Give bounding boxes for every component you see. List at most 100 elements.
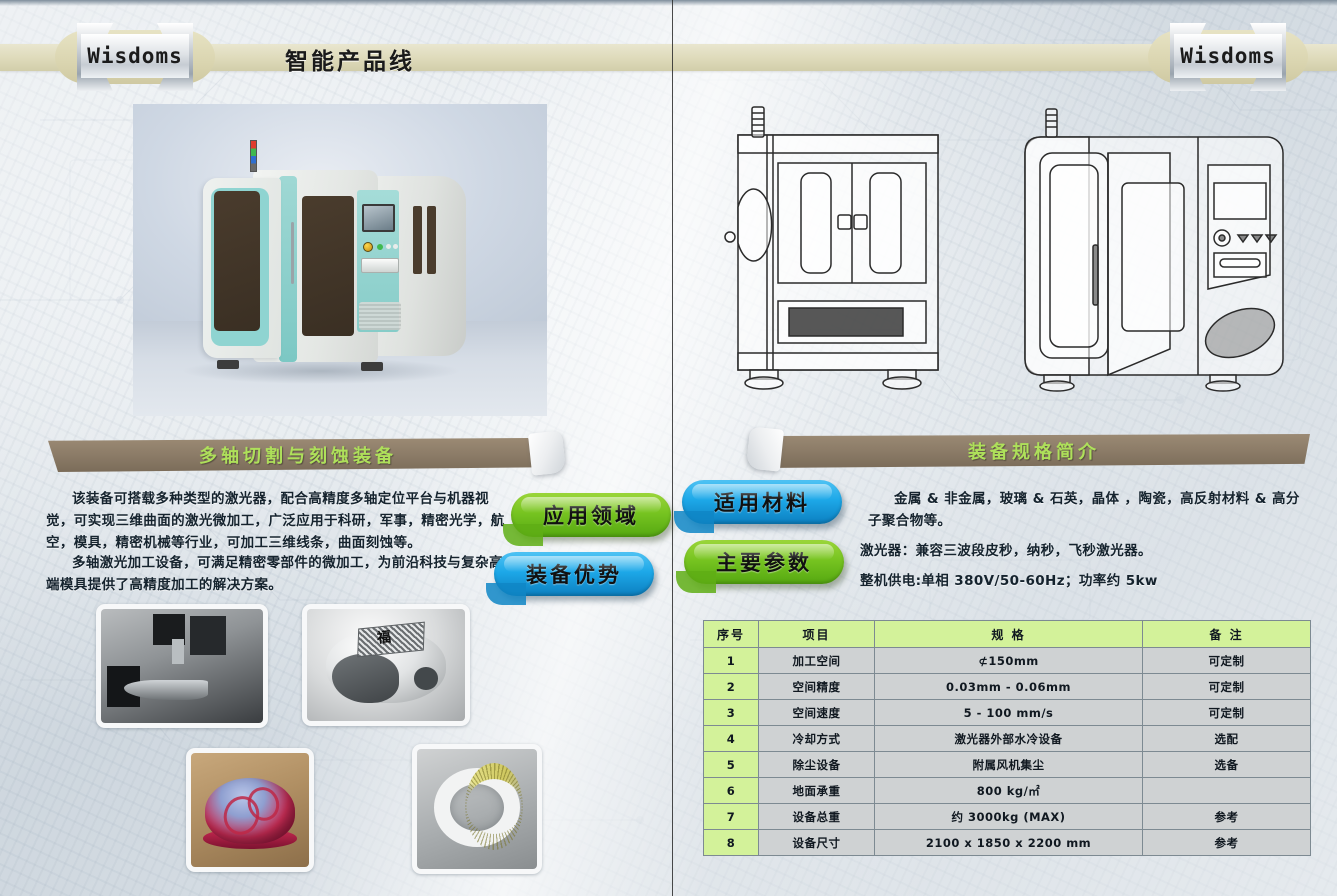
badge-application-field[interactable]: 应用领域 [503, 493, 671, 546]
left-section-banner: 多轴切割与刻蚀装备 [48, 438, 548, 472]
machine-door-edge [279, 176, 297, 362]
badge-tail [486, 583, 526, 605]
machine-window-right [302, 196, 354, 336]
emergency-stop-button-icon [363, 242, 373, 252]
machine-foot-right [361, 362, 383, 371]
right-banner-title: 装备规格简介 [968, 442, 1100, 463]
machine-side-vent-2 [427, 206, 436, 274]
thumb-image-4 [417, 749, 537, 869]
spec-cell-item: 设备尺寸 [758, 829, 875, 856]
header-item: 项目 [758, 620, 875, 648]
spec-cell-note: 参考 [1142, 803, 1311, 830]
left-paragraph-2: 多轴激光加工设备，可满足精密零部件的微加工，为前沿科技与复杂高端模具提供了高精度… [46, 555, 503, 593]
logo-plaque-left: Wisdoms [55, 23, 215, 91]
spec-cell-item: 地面承重 [758, 777, 875, 804]
spec-cell-spec: 800 kg/㎡ [874, 777, 1143, 804]
badge-applicable-material[interactable]: 适用材料 [674, 480, 842, 533]
drawing-perspective-view [1024, 108, 1284, 392]
indicator-green-icon [377, 244, 383, 250]
logo-text-right: Wisdoms [1180, 44, 1276, 68]
logo-plaque-right: Wisdoms [1148, 23, 1308, 91]
thumb4-engraved-stripes [465, 763, 523, 850]
machine-window-left [214, 191, 260, 331]
machine-foot-left [217, 360, 239, 369]
spec-cell-spec: 0.03mm - 0.06mm [874, 673, 1143, 700]
badge-equipment-advantage[interactable]: 装备优势 [486, 552, 654, 605]
spec-cell-no: 4 [703, 725, 759, 752]
spec-cell-spec: 2100 x 1850 x 2200 mm [874, 829, 1143, 856]
drawings-svg [724, 106, 1284, 392]
badge-tail [676, 571, 716, 593]
machine-side-vent-1 [413, 206, 422, 274]
sample-photo-engraved-ring[interactable]: 福 [302, 604, 470, 726]
header-ribbon [0, 44, 1337, 71]
spec-table-head: 序号 项目 规 格 备 注 [703, 620, 1311, 648]
spec-cell-item: 设备总重 [758, 803, 875, 830]
spec-cell-no: 1 [703, 647, 759, 674]
thumb3-dome [205, 778, 295, 845]
right-section-banner: 装备规格简介 [758, 434, 1310, 468]
torn-paper-curl-right [745, 426, 785, 472]
machine-hmi-screen [362, 204, 395, 232]
thumb1-workpiece [123, 679, 208, 701]
sample-photo-ceramic-ring[interactable] [412, 744, 542, 874]
spec-cell-item: 空间精度 [758, 673, 875, 700]
thumb1-spindle [172, 638, 184, 664]
spec-cell-spec: 附属风机集尘 [874, 751, 1143, 778]
spec-cell-note [1142, 777, 1311, 804]
thumb-image-2: 福 [307, 609, 465, 721]
badge-material-label: 适用材料 [714, 491, 810, 515]
spec-cell-no: 8 [703, 829, 759, 856]
badge-main-parameters[interactable]: 主要参数 [676, 540, 844, 593]
spec-cell-item: 除尘设备 [758, 751, 875, 778]
logo-plate: Wisdoms [81, 34, 189, 78]
logo-plate: Wisdoms [1174, 34, 1282, 78]
spec-cell-item: 冷却方式 [758, 725, 875, 752]
spec-cell-note: 可定制 [1142, 699, 1311, 726]
badge-tail [503, 524, 543, 546]
spec-cell-note: 参考 [1142, 829, 1311, 856]
thumb1-block-b [190, 615, 226, 655]
thumb-image-3 [191, 753, 309, 867]
machine-door-handle [291, 222, 294, 284]
spec-cell-item: 空间速度 [758, 699, 875, 726]
logo-text-left: Wisdoms [87, 44, 183, 68]
badge-application-label: 应用领域 [543, 504, 639, 528]
indicator-white-1-icon [386, 244, 391, 249]
machine-grille [359, 302, 401, 330]
indicator-white-2-icon [393, 244, 398, 249]
drawing-front-view [724, 106, 939, 390]
badge-advantage-label: 装备优势 [526, 563, 622, 587]
spec-cell-no: 7 [703, 803, 759, 830]
material-paragraph: 金属 & 非金属，玻璃 & 石英，晶体 ，陶瓷，高反射材料 & 高分子聚合物等。 [868, 491, 1300, 529]
spec-cell-spec: 5 - 100 mm/s [874, 699, 1143, 726]
header-no: 序号 [703, 620, 759, 648]
hero-machine-render [133, 104, 547, 416]
header-spec: 规 格 [874, 620, 1143, 648]
spec-cell-note: 可定制 [1142, 647, 1311, 674]
sample-photo-red-dome[interactable] [186, 748, 314, 872]
machine-illustration [181, 140, 491, 384]
thumb2-ring-bore [332, 653, 399, 704]
spec-cell-no: 2 [703, 673, 759, 700]
sample-photo-machining-head[interactable] [96, 604, 268, 728]
spec-cell-note: 可定制 [1142, 673, 1311, 700]
left-banner-title: 多轴切割与刻蚀装备 [199, 446, 397, 467]
parameter-paragraph: 激光器：兼容三波段皮秒，纳秒，飞秒激光器。 整机供电:单相 380V/50-60… [860, 536, 1310, 596]
signal-tower-light-icon [250, 140, 257, 172]
badge-parameter-label: 主要参数 [716, 551, 812, 575]
spec-cell-no: 6 [703, 777, 759, 804]
parameter-line-1: 激光器：兼容三波段皮秒，纳秒，飞秒激光器。 [860, 543, 1152, 559]
spec-cell-note: 选备 [1142, 751, 1311, 778]
spec-cell-no: 3 [703, 699, 759, 726]
